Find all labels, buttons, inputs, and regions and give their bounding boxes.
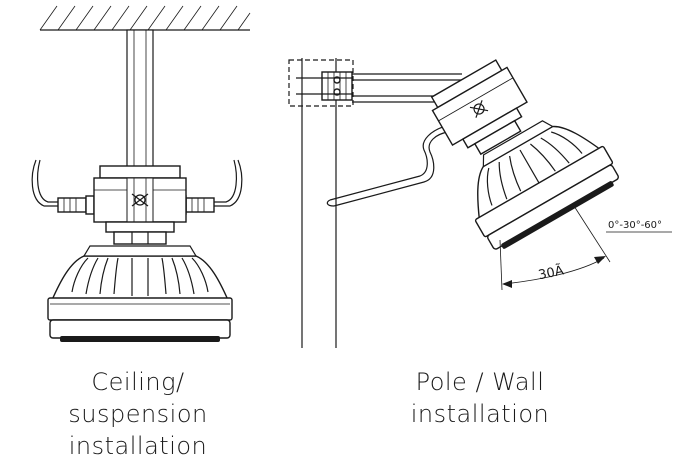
angle-value-label: 30Ã: [537, 262, 565, 283]
caption-line: Pole / Wall: [415, 368, 545, 396]
junction-box: [93, 165, 187, 245]
caption-line: Ceiling/: [91, 368, 185, 396]
angle-range-label: 0°-30°-60°: [608, 220, 662, 231]
caption-line: installation: [68, 432, 208, 460]
tilt-angle-annotation: [499, 205, 672, 291]
tilted-luminaire: [430, 59, 619, 250]
pole-clamp: [296, 71, 353, 101]
pole-installation-caption: Pole / Wall installation: [360, 366, 600, 430]
cable-gland-left: [57, 195, 95, 215]
pole-cable: [326, 125, 449, 207]
ceiling-installation-caption: Ceiling/ suspension installation: [20, 366, 256, 462]
cable-left: [31, 159, 60, 207]
ceiling-hatch: [39, 5, 251, 31]
luminaire-housing: [47, 245, 233, 342]
pole-mount-drawing: 0°-30°-60° 30Ã: [288, 58, 672, 348]
caption-line: suspension: [68, 400, 208, 428]
caption-line: installation: [410, 400, 550, 428]
ceiling-mount-drawing: [31, 5, 251, 342]
pole: [301, 58, 337, 348]
pole-clamp-outline: [288, 59, 354, 107]
cable-right: [214, 159, 243, 207]
